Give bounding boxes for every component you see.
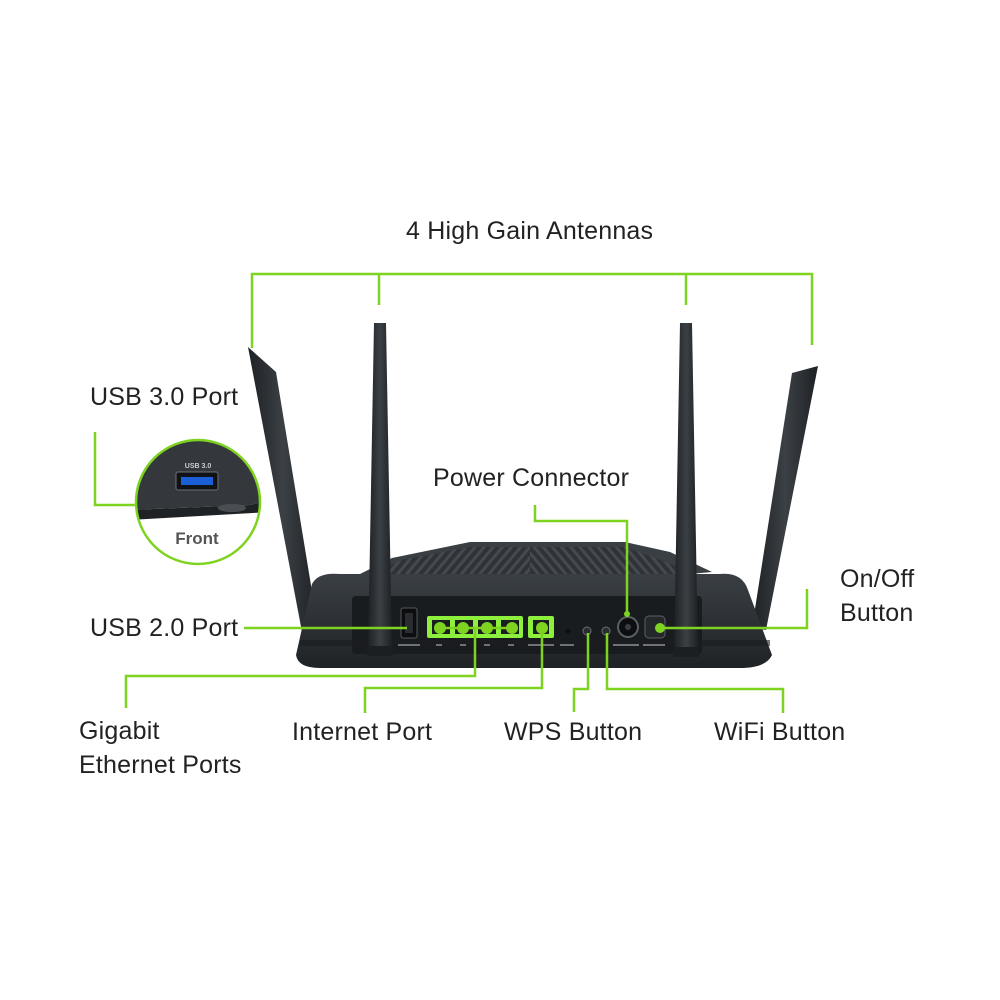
callout-endpoints <box>434 611 665 634</box>
label-gigabit-ports: Gigabit Ethernet Ports <box>79 714 279 782</box>
antenna-inner-right <box>674 323 698 655</box>
label-antennas: 4 High Gain Antennas <box>406 217 654 245</box>
label-onoff-line1: On/Off <box>840 565 915 593</box>
callout-internet <box>363 628 544 713</box>
callout-power <box>533 505 629 614</box>
label-internet-port: Internet Port <box>292 718 433 746</box>
callout-gigabit <box>124 628 477 708</box>
usb3-port-text: USB 3.0 <box>185 463 212 470</box>
callout-wifi <box>605 633 785 713</box>
label-power-connector: Power Connector <box>433 464 630 492</box>
inset-caption-front: Front <box>175 529 219 548</box>
label-usb2-port: USB 2.0 Port <box>90 614 239 642</box>
label-wps-button: WPS Button <box>504 718 643 746</box>
usb3-inset: USB 3.0 Front <box>134 438 262 566</box>
antenna-callout-bracket <box>250 272 814 348</box>
callout-onoff <box>660 589 809 630</box>
label-wifi-button: WiFi Button <box>714 718 846 746</box>
antenna-outer-right <box>752 366 818 630</box>
label-onoff-button: On/Off Button <box>840 562 960 630</box>
label-onoff-line2: Button <box>840 599 914 627</box>
callout-wps <box>572 633 590 712</box>
callout-lines <box>93 432 809 713</box>
label-gigabit-line1: Gigabit <box>79 717 160 745</box>
label-gigabit-line2: Ethernet Ports <box>79 751 242 779</box>
antenna-inner-left <box>368 323 392 654</box>
callout-usb3 <box>93 432 137 507</box>
reset-hole <box>565 628 571 634</box>
antenna-outer-left <box>248 347 318 632</box>
label-usb3-port: USB 3.0 Port <box>90 383 239 411</box>
